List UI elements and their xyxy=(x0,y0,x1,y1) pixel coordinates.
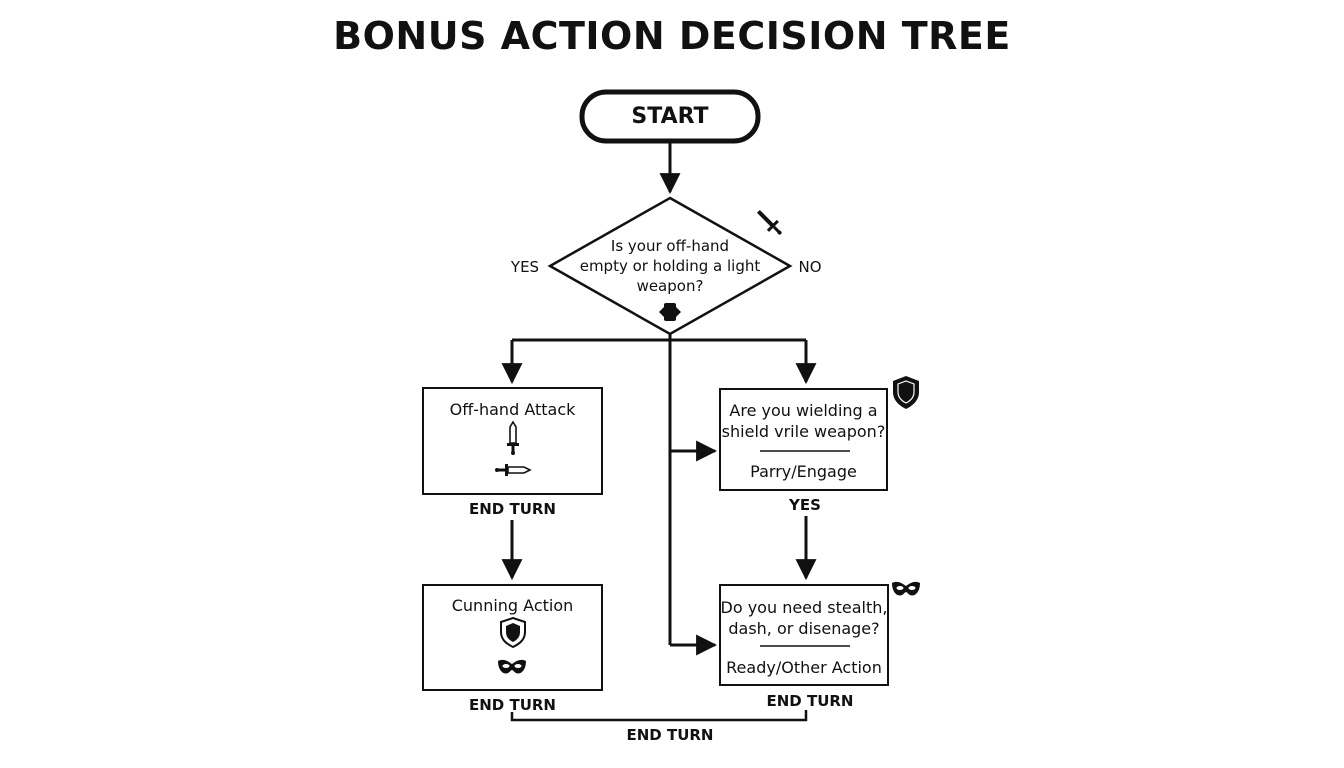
shield-line-1: Are you wielding a xyxy=(729,401,878,420)
final-end-turn: END TURN xyxy=(626,726,714,744)
offhand-end-turn: END TURN xyxy=(469,500,556,518)
stealth-question-box xyxy=(719,584,889,686)
shield-yes-label: YES xyxy=(789,496,821,514)
stealth-line-2: dash, or disenage? xyxy=(728,619,880,638)
dagger-vertical-icon xyxy=(507,420,519,455)
decision-line-1: Is your off-hand xyxy=(610,237,730,255)
dagger-horizontal-icon xyxy=(495,464,532,476)
mask-corner-icon xyxy=(892,581,920,596)
shield-question-text: Are you wielding a shield vrile weapon? xyxy=(720,400,887,442)
ready-other-label: Ready/Other Action xyxy=(726,658,882,677)
decision-yes-label: YES xyxy=(510,258,540,276)
parry-engage-label: Parry/Engage xyxy=(750,462,857,481)
cunning-action-label: Cunning Action xyxy=(451,596,574,615)
shield-icon xyxy=(893,376,919,409)
sword-icon xyxy=(756,209,782,235)
shield-small-icon xyxy=(500,616,526,649)
shield-question-box xyxy=(719,388,888,491)
decision-question: Is your off-hand empty or holding a ligh… xyxy=(570,236,770,296)
offhand-attack-label: Off-hand Attack xyxy=(449,400,576,419)
stealth-line-1: Do you need stealth, xyxy=(720,598,888,617)
gauntlet-icon xyxy=(659,303,681,321)
page-title: BONUS ACTION DECISION TREE xyxy=(333,14,1011,58)
decision-no-label: NO xyxy=(798,258,822,276)
shield-line-2: shield vrile weapon? xyxy=(721,422,886,441)
cunning-end-turn: END TURN xyxy=(469,696,556,714)
stealth-end-turn: END TURN xyxy=(766,692,854,710)
stealth-question-text: Do you need stealth, dash, or disenage? xyxy=(720,597,888,639)
mask-icon xyxy=(498,659,526,674)
bottom-connector xyxy=(510,710,808,722)
start-label: START xyxy=(631,104,709,129)
decision-line-3: weapon? xyxy=(636,277,704,295)
decision-line-2: empty or holding a light xyxy=(579,257,761,275)
